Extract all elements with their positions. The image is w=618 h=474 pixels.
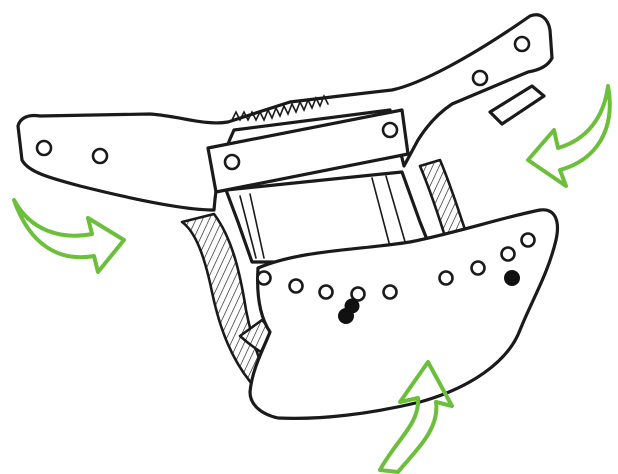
snap-hole (258, 272, 271, 285)
arrow-left (14, 200, 124, 272)
snap-hole (384, 286, 397, 299)
snap-hole (225, 155, 239, 169)
snap-hole (383, 123, 397, 137)
back-panel (18, 15, 552, 210)
snap-hole (93, 149, 107, 163)
snap-hole (37, 141, 51, 155)
arrow-right (528, 86, 610, 186)
snap-stud (505, 271, 519, 285)
snap-hole (320, 286, 333, 299)
snap-hole (515, 37, 529, 51)
snap-hole (502, 248, 515, 261)
snap-stud (339, 309, 353, 323)
snap-hole (440, 272, 453, 285)
snap-hole (352, 288, 365, 301)
snap-hole (473, 71, 487, 85)
snap-hole (472, 262, 485, 275)
snap-hole (522, 234, 535, 247)
snap-hole (290, 280, 303, 293)
side-tab (490, 86, 544, 124)
